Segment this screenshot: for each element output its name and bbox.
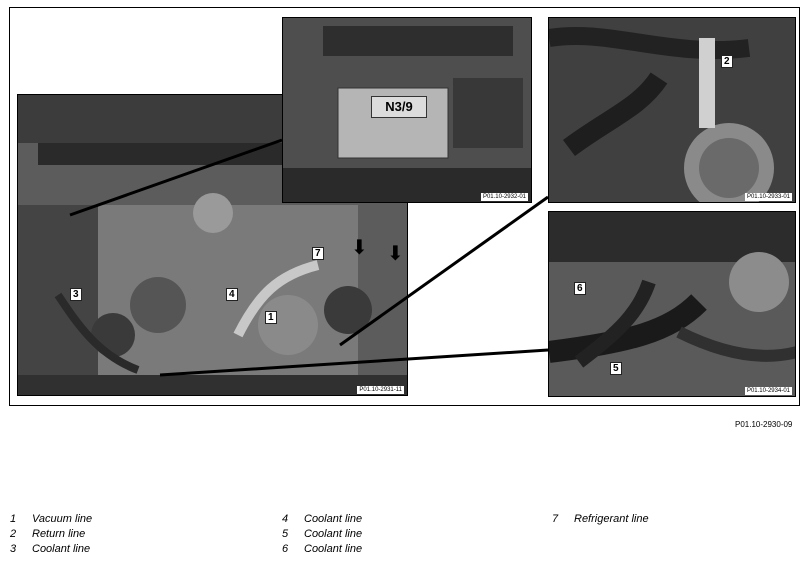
callout-5: 5 (610, 362, 622, 375)
arrow-down-icon: ⬇ (351, 237, 368, 259)
callout-4: 4 (226, 288, 238, 301)
coolant-line-inset-code: P01.10-2934-01 (744, 387, 792, 395)
callout-3: 3 (70, 288, 82, 301)
callout-1: 1 (265, 311, 277, 324)
coolant-line-inset-photo: 6 5 P01.10-2934-01 (548, 211, 796, 397)
ecu-inset-photo: N3/9 P01.10-2932-01 (282, 17, 532, 203)
callout-7: 7 (312, 247, 324, 260)
return-line-inset-photo: 2 P01.10-2933-01 (548, 17, 796, 203)
arrow-down-icon: ⬇ (387, 243, 404, 265)
return-line-illustration (549, 18, 795, 202)
coolant-line-illustration (549, 212, 795, 396)
overview-photo-code: P01.10-2931-11 (357, 386, 404, 394)
ecu-inset-code: P01.10-2932-01 (480, 193, 528, 201)
ecu-label: N3/9 (371, 96, 427, 118)
return-line-inset-code: P01.10-2933-01 (744, 193, 792, 201)
callout-6: 6 (574, 282, 586, 295)
figure-code: P01.10-2930-09 (735, 420, 793, 429)
callout-2: 2 (721, 55, 733, 68)
